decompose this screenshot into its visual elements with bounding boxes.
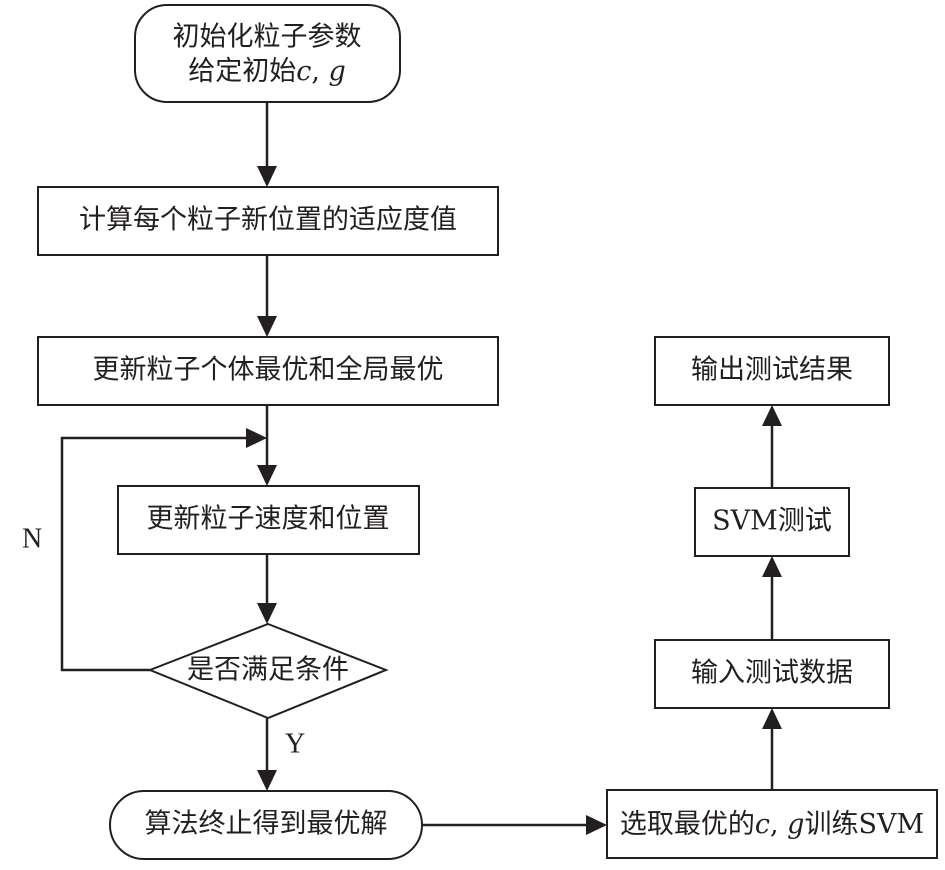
edge-condition-no-loop-line <box>60 436 246 672</box>
edge-svm-to-output <box>762 405 782 488</box>
node-terminate-label: 算法终止得到最优解 <box>145 809 388 840</box>
edge-condition-yes <box>257 718 277 791</box>
node-fitness-label: 计算每个粒子新位置的适应度值 <box>79 205 457 236</box>
arrowhead-down-icon <box>257 770 277 791</box>
arrowhead-up-icon <box>762 556 782 577</box>
node-condition: 是否满足条件 <box>147 622 389 720</box>
edge-condition-no-loop <box>60 428 267 672</box>
edge-label-yes: Y <box>285 728 305 759</box>
edge-input-to-svm <box>762 556 782 640</box>
node-svm-test: SVM测试 <box>694 487 850 557</box>
node-fitness-shape <box>37 186 499 256</box>
node-select-label: 选取最优的c, g训练SVM <box>620 809 924 840</box>
node-output: 输出测试结果 <box>654 336 890 406</box>
node-init-line2: 给定初始c, g <box>188 56 346 87</box>
node-init-shape <box>134 4 401 103</box>
arrowhead-down-icon <box>257 603 277 624</box>
node-fitness: 计算每个粒子新位置的适应度值 <box>37 186 499 256</box>
arrowhead-down-icon <box>257 316 277 337</box>
arrowhead-down-icon <box>257 465 277 486</box>
node-output-shape <box>654 336 890 406</box>
edge-terminate-to-select <box>422 815 607 835</box>
node-svm-test-label: SVM测试 <box>712 506 832 537</box>
node-update-velocity-label: 更新粒子速度和位置 <box>147 504 390 535</box>
node-update-velocity-shape <box>117 485 420 555</box>
node-input-test: 输入测试数据 <box>654 639 890 709</box>
node-init: 初始化粒子参数 给定初始c, g <box>134 4 401 103</box>
node-select: 选取最优的c, g训练SVM <box>606 789 938 859</box>
arrowhead-right-icon <box>246 428 267 448</box>
node-input-test-label: 输入测试数据 <box>691 658 853 689</box>
node-update-best-shape <box>37 336 499 406</box>
arrowhead-down-icon <box>257 166 277 187</box>
arrowhead-up-icon <box>762 708 782 729</box>
edge-fitness-to-update-best <box>257 255 277 337</box>
arrowhead-up-icon <box>762 405 782 426</box>
edge-update-best-to-velocity <box>257 405 277 486</box>
node-update-velocity: 更新粒子速度和位置 <box>117 485 420 555</box>
arrowhead-right-icon <box>586 815 607 835</box>
node-update-best-label: 更新粒子个体最优和全局最优 <box>93 355 444 386</box>
edge-velocity-to-condition <box>257 554 277 624</box>
node-condition-label: 是否满足条件 <box>187 655 349 686</box>
edge-label-no: N <box>22 523 42 554</box>
node-terminate: 算法终止得到最优解 <box>109 790 423 860</box>
edge-init-to-fitness <box>257 102 277 187</box>
edge-select-to-input <box>762 708 782 790</box>
node-init-line1: 初始化粒子参数 <box>173 22 362 53</box>
node-output-label: 输出测试结果 <box>691 355 853 386</box>
node-update-best: 更新粒子个体最优和全局最优 <box>37 336 499 406</box>
